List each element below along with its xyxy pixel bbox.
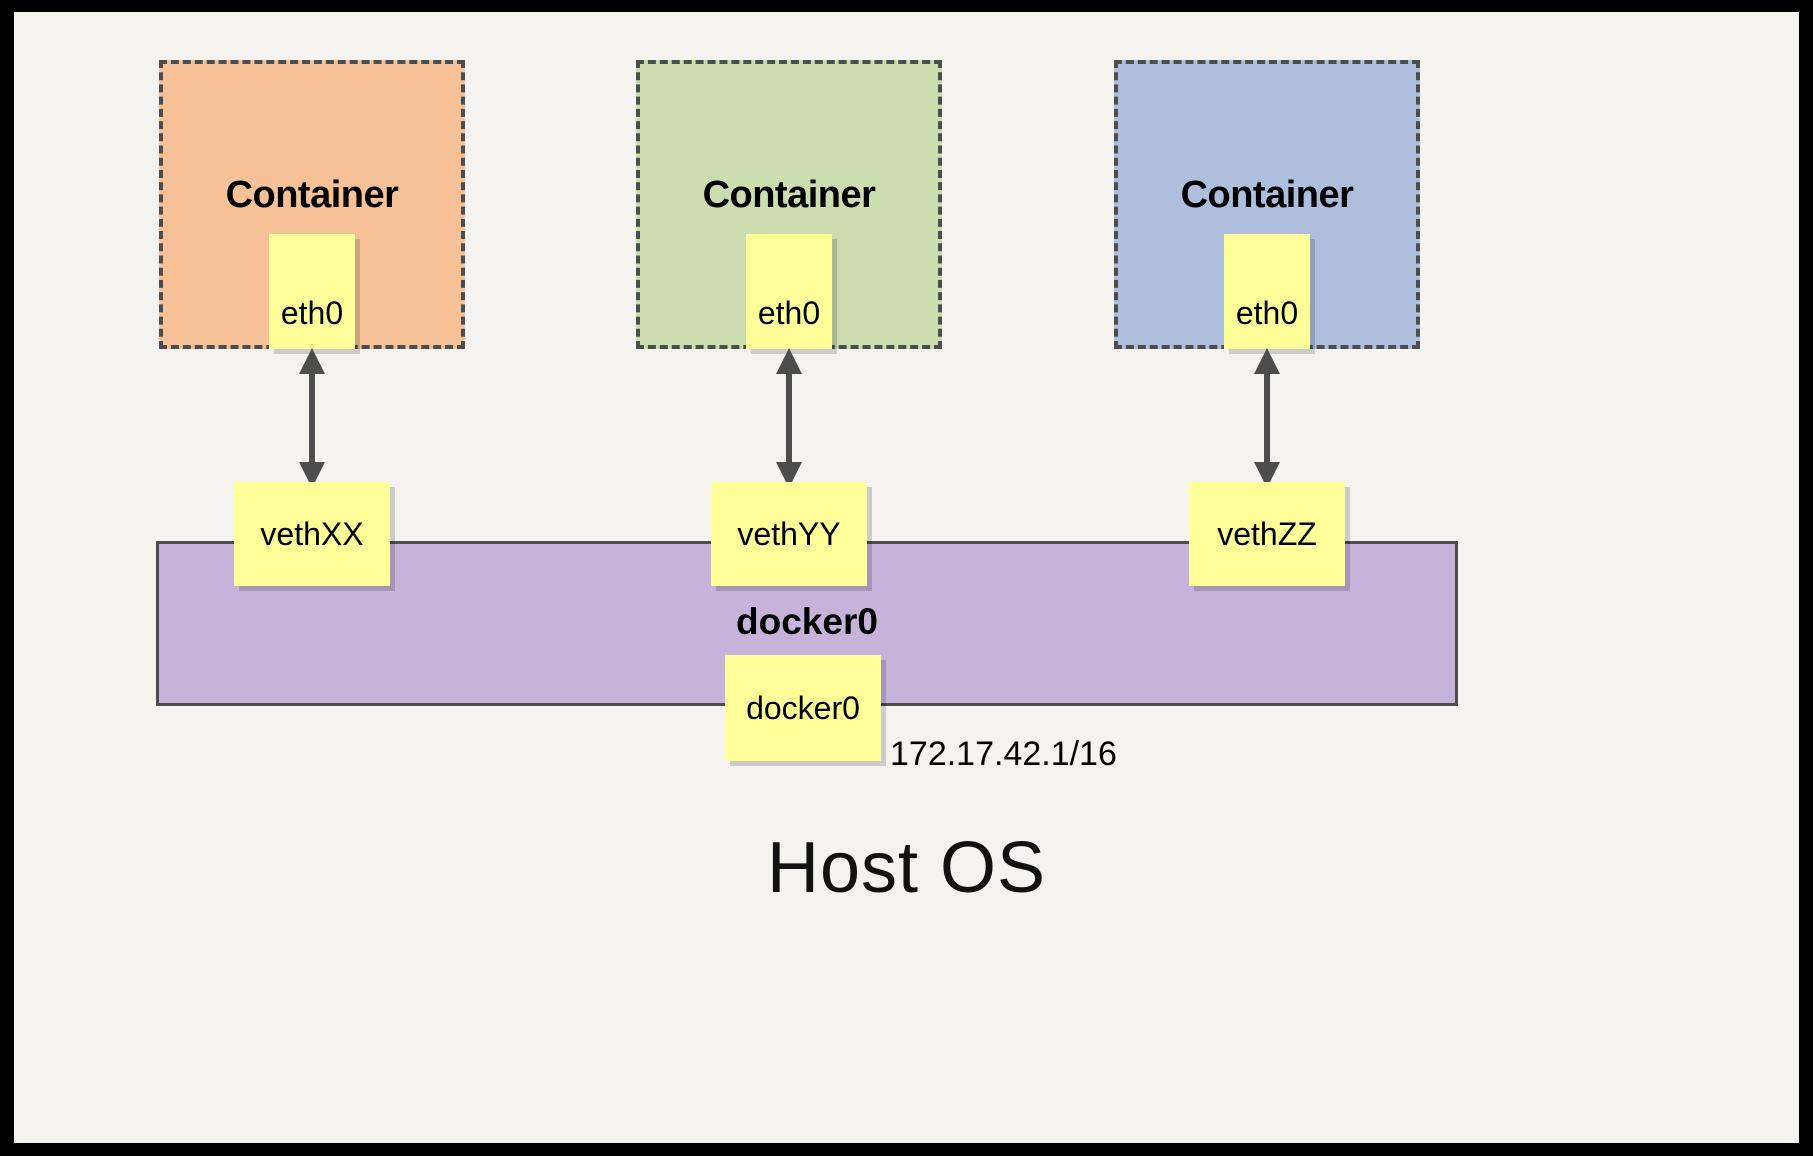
veth-label-1: vethXX [234, 482, 390, 586]
eth0-label-text-3: eth0 [1235, 295, 1299, 331]
docker0-interface-label-text: docker0 [746, 689, 860, 726]
host-os-region: Container eth0 Container eth0 Container … [14, 12, 1799, 1143]
veth-label-2: vethYY [711, 482, 867, 586]
docker0-interface-label: docker0 [725, 655, 881, 761]
veth-label-text-1: vethXX [260, 515, 364, 552]
container-title-3: Container [1180, 174, 1354, 216]
veth-label-3: vethZZ [1189, 482, 1345, 586]
veth-label-text-2: vethYY [737, 515, 841, 552]
eth0-label-1: eth0 [269, 234, 355, 349]
veth-label-text-3: vethZZ [1217, 515, 1317, 552]
container-title-2: Container [702, 174, 876, 216]
eth0-label-3: eth0 [1224, 234, 1310, 349]
veth-link-arrow-2 [776, 348, 802, 488]
host-os-title: Host OS [766, 828, 1047, 908]
container-title-1: Container [225, 174, 399, 216]
eth0-label-text-1: eth0 [280, 295, 344, 331]
docker0-bridge-title: docker0 [736, 601, 878, 642]
veth-link-arrow-3 [1254, 348, 1280, 488]
veth-link-arrow-1 [299, 348, 325, 488]
eth0-label-2: eth0 [746, 234, 832, 349]
docker0-ip-address: 172.17.42.1/16 [890, 735, 1117, 773]
eth0-label-text-2: eth0 [757, 295, 821, 331]
